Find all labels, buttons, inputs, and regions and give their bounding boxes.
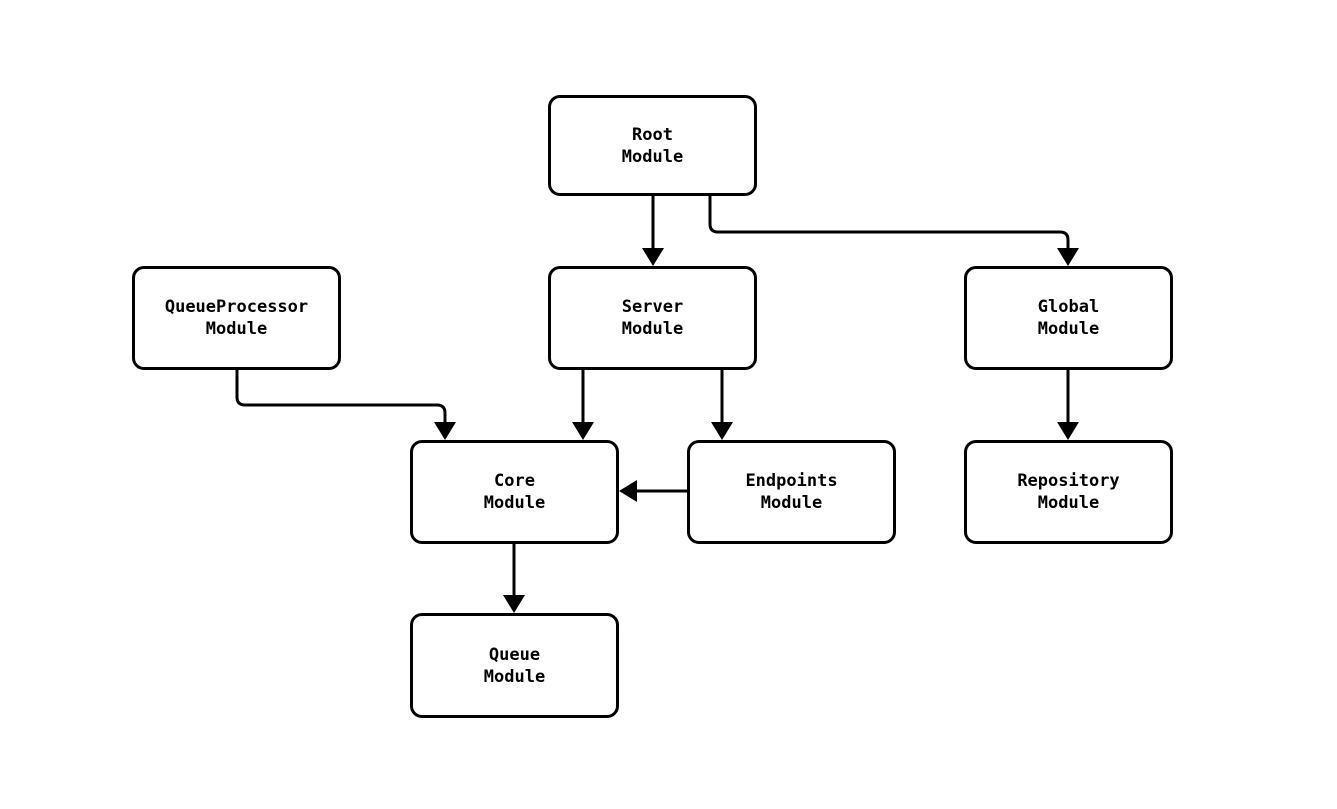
arrowhead-endpoints-core (619, 480, 637, 502)
arrowhead-root-server (642, 248, 664, 266)
node-repository[interactable]: Repository Module (964, 440, 1173, 544)
node-global[interactable]: Global Module (964, 266, 1173, 370)
arrowhead-queueprocessor-core (434, 422, 456, 440)
node-label-queueprocessor: QueueProcessor Module (164, 297, 309, 339)
node-label-endpoints: Endpoints Module (745, 471, 838, 513)
node-root[interactable]: Root Module (548, 95, 757, 196)
edge-root-global (708, 196, 1070, 248)
node-label-global: Global Module (1037, 297, 1100, 339)
node-label-queue: Queue Module (483, 644, 546, 687)
node-label-server: Server Module (621, 297, 684, 339)
node-queue[interactable]: Queue Module (410, 613, 619, 718)
node-label-root: Root Module (621, 124, 684, 167)
edge-queueprocessor-core (235, 370, 447, 422)
node-label-core: Core Module (483, 471, 546, 513)
node-endpoints[interactable]: Endpoints Module (687, 440, 896, 544)
arrowhead-server-core (572, 422, 594, 440)
node-core[interactable]: Core Module (410, 440, 619, 544)
node-server[interactable]: Server Module (548, 266, 757, 370)
node-label-repository: Repository Module (1017, 471, 1120, 513)
node-queueprocessor[interactable]: QueueProcessor Module (132, 266, 341, 370)
arrowhead-root-global (1057, 248, 1079, 266)
arrowhead-core-queue (503, 595, 525, 613)
arrowhead-server-endpoints (711, 422, 733, 440)
arrowhead-global-repository (1057, 422, 1079, 440)
